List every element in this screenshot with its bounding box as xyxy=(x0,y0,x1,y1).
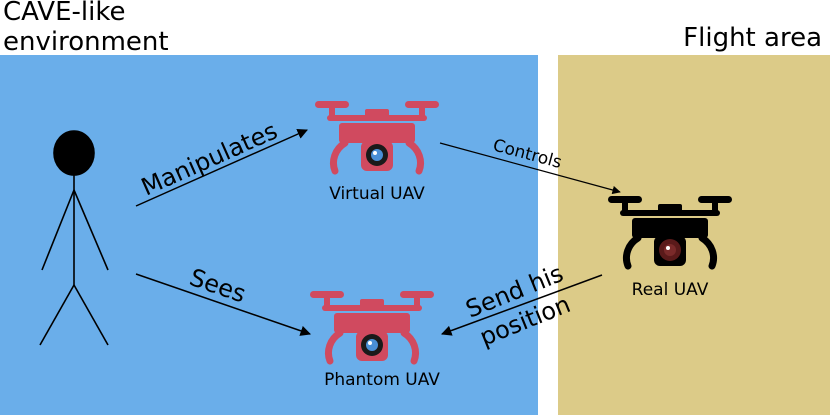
send-position-arrow xyxy=(441,274,603,336)
real-uav-icon xyxy=(608,196,732,266)
sees-arrow xyxy=(135,273,311,336)
virtual-uav-icon xyxy=(315,101,439,171)
phantom-uav-label: Phantom UAV xyxy=(324,370,440,390)
flight-area-title: Flight area xyxy=(683,23,822,53)
virtual-uav-label: Virtual UAV xyxy=(329,184,425,204)
real-uav-label: Real UAV xyxy=(632,280,709,300)
person-stick-figure-icon xyxy=(39,130,109,346)
phantom-uav-icon xyxy=(310,291,434,361)
cave-region xyxy=(0,55,538,415)
controls-arrow xyxy=(439,142,621,195)
cave-title-line-1: CAVE-like xyxy=(3,0,125,27)
manipulates-arrow xyxy=(135,129,308,207)
cave-title-line-2: environment xyxy=(3,27,169,57)
